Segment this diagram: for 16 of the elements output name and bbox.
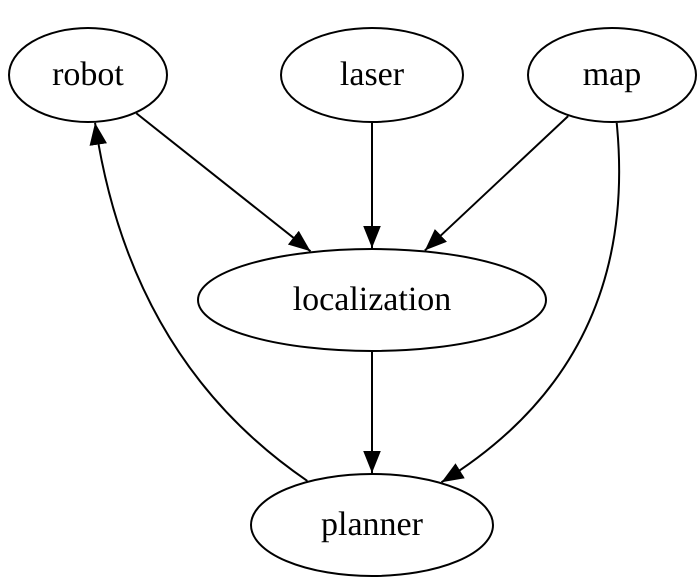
node-label: planner [320, 506, 424, 544]
node-label: localization [292, 281, 452, 319]
node-label: robot [51, 56, 125, 94]
graph-node [197, 248, 547, 352]
graph-node [250, 473, 494, 577]
arrow [363, 352, 381, 473]
arrow [136, 112, 312, 252]
node-label: laser [338, 56, 406, 94]
arrow [363, 123, 381, 248]
arrow [440, 122, 620, 484]
arrow [90, 122, 308, 482]
node-label: map [582, 56, 642, 94]
graph-node [280, 27, 464, 123]
graph-node [8, 27, 168, 123]
graph-node [527, 27, 697, 123]
arrow [424, 115, 569, 252]
